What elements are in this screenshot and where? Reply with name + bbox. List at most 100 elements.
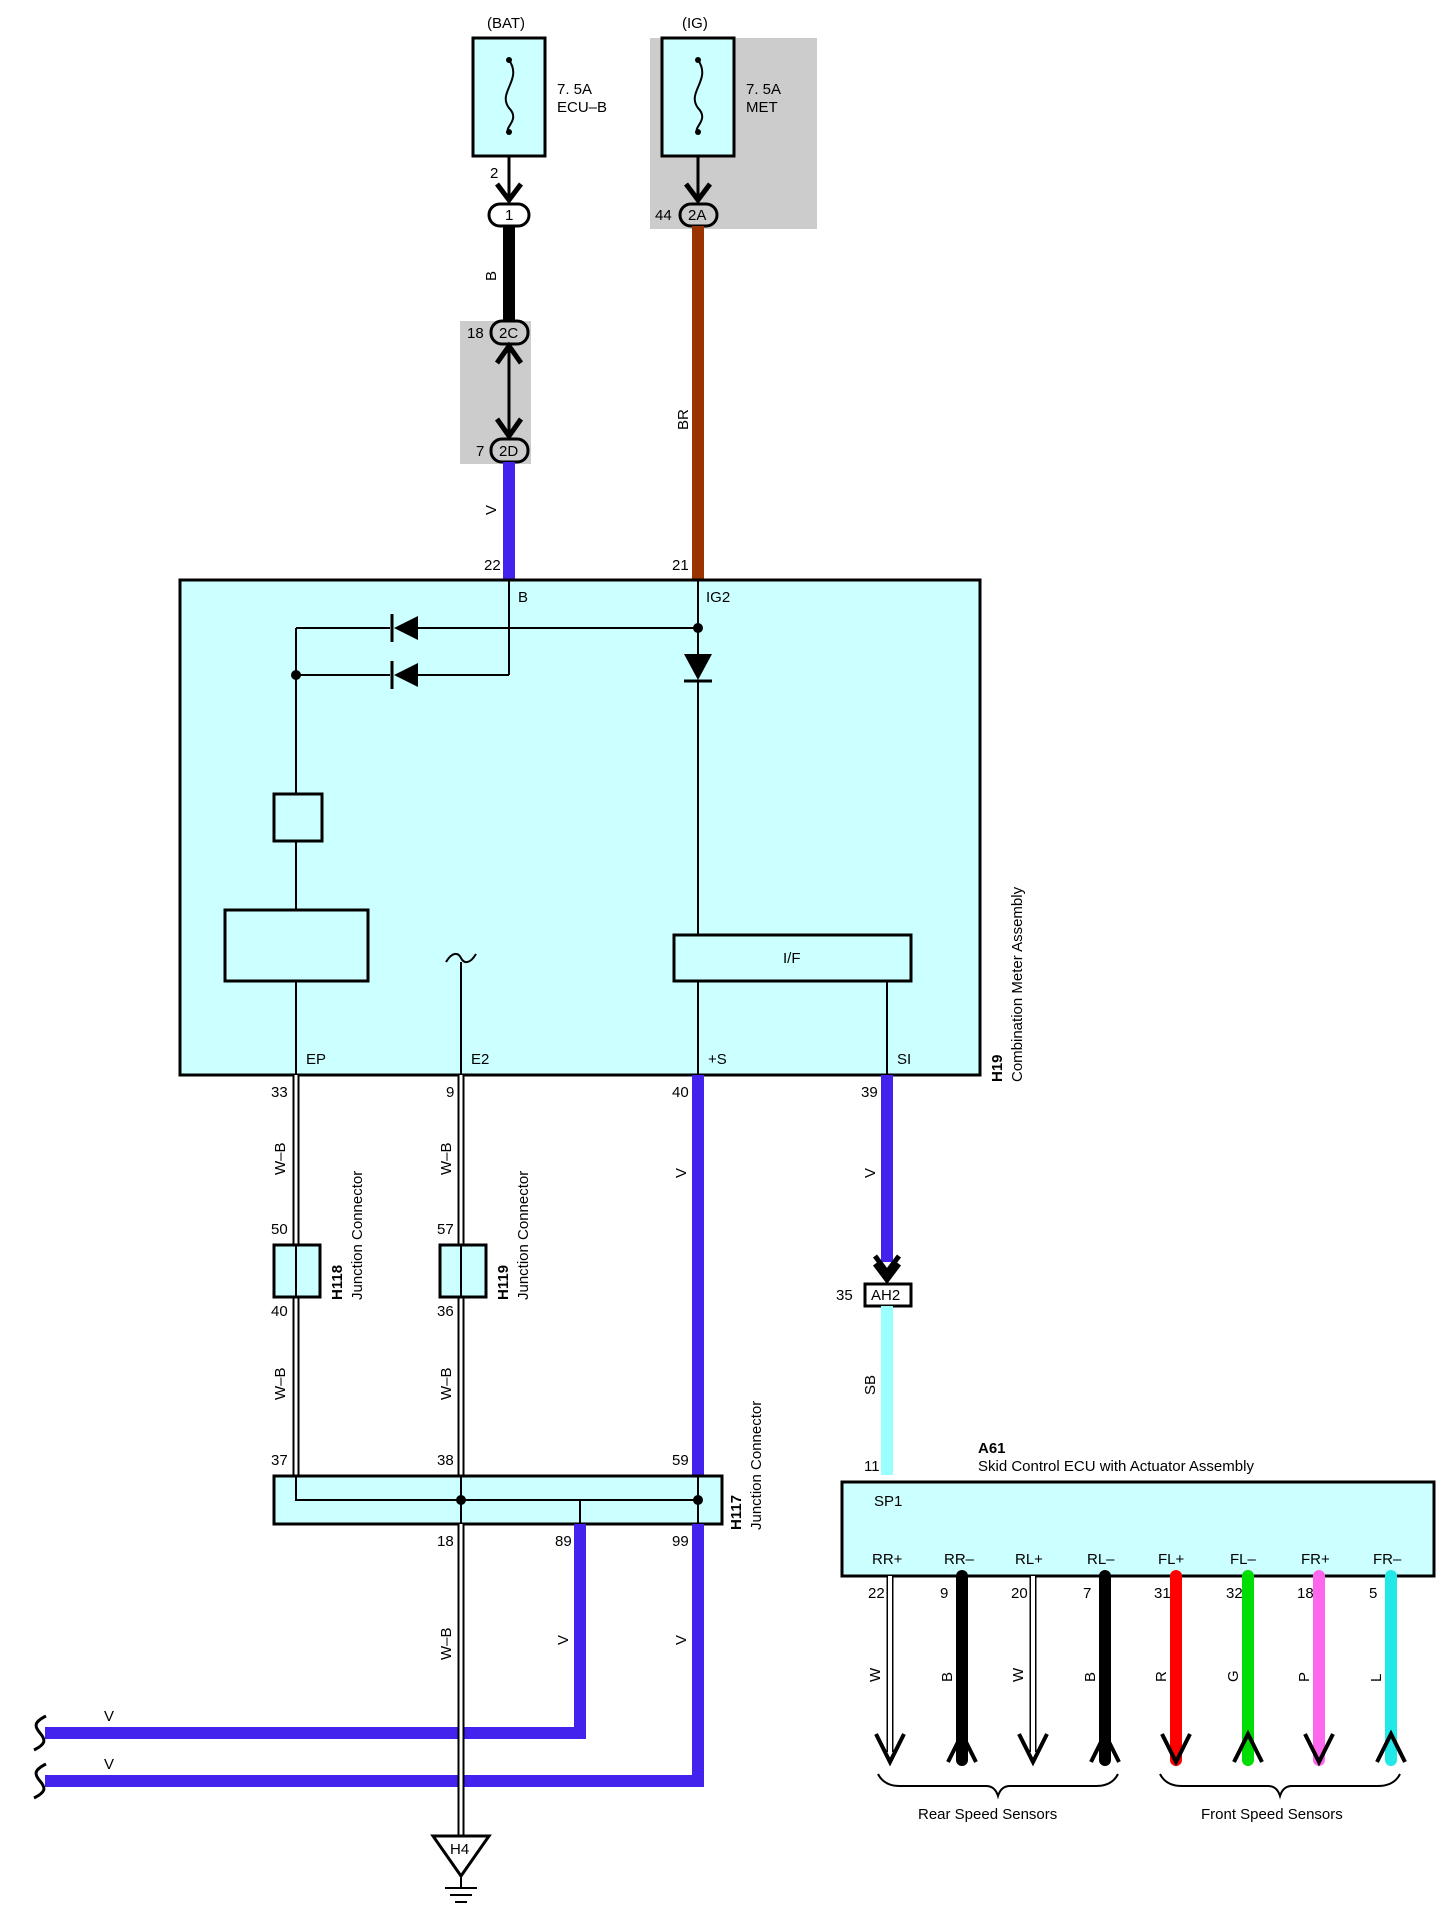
diode-lower-icon: [394, 663, 418, 687]
meter-pin-ep-name: EP: [306, 1051, 326, 1068]
h117-pin-59: 59: [672, 1452, 689, 1469]
ecu-terminal-pin: 7: [1083, 1585, 1091, 1602]
h117-pin-18: 18: [437, 1533, 454, 1550]
diode-ig2-icon: [684, 654, 712, 680]
wire-v-89: [45, 1524, 586, 1739]
wire-wb-ep-lower-label: W–B: [272, 1367, 289, 1400]
break-mark-2: [33, 1762, 47, 1800]
ecu-terminal-name: FR+: [1301, 1551, 1330, 1568]
wire-v-99-label: V: [673, 1635, 690, 1645]
arrow-down-icon: [1160, 1733, 1192, 1767]
arrow-down-icon: [1303, 1733, 1335, 1767]
connector-1-id: 1: [505, 207, 513, 224]
skid-control-ecu-box: [840, 1480, 1436, 1578]
bat-fuse-rating: 7. 5A: [557, 81, 592, 98]
h118-pin-out: 40: [271, 1303, 288, 1320]
ecu-terminal-name: RL+: [1015, 1551, 1043, 1568]
h117-pin-99: 99: [672, 1533, 689, 1550]
meter-pin-ep-num: 33: [271, 1084, 288, 1101]
ecu-terminal-wire-label: W: [867, 1667, 884, 1682]
wire-v-left1-label: V: [104, 1708, 114, 1725]
ecu-terminals: RR+22WRR–9BRL+20WRL–7BFL+31RFL–32GFR+18P…: [867, 1551, 1407, 1767]
meter-large-block: [223, 908, 370, 983]
h119-pin-in: 57: [437, 1221, 454, 1238]
ecu-terminal-name: RR–: [944, 1551, 975, 1568]
connector-ah2-pin: 35: [836, 1287, 853, 1304]
junction-h119: [438, 1243, 488, 1299]
ecu-terminal-pin: 5: [1369, 1585, 1377, 1602]
meter-interface-block: [672, 933, 913, 983]
front-sensors-bracket: [1159, 1773, 1401, 1800]
bat-fuse-name: ECU–B: [557, 99, 607, 116]
ecu-terminal-name: FL+: [1158, 1551, 1185, 1568]
meter-pin-b-name: B: [518, 589, 528, 606]
wire-v-plus-s-label: V: [673, 1168, 690, 1178]
meter-pin-si-name: SI: [897, 1051, 911, 1068]
connector-2a-id: 2A: [688, 207, 706, 224]
arrow-up-icon: [1089, 1729, 1121, 1763]
meter-pin-ig2-name: IG2: [706, 589, 730, 606]
ig-fuse-rating: 7. 5A: [746, 81, 781, 98]
ig-fuse-icon: [693, 59, 704, 133]
wire-v-si-label: V: [862, 1168, 879, 1178]
wire-v-top-label: V: [483, 505, 500, 515]
meter-small-block: [272, 792, 324, 843]
ecu-terminal-wire-label: L: [1368, 1674, 1385, 1682]
ecu-sp1-num: 11: [864, 1458, 880, 1475]
meter-code: H19: [989, 1054, 1006, 1082]
wire-v-89-label: V: [555, 1635, 572, 1645]
ecu-terminal-wire-label: P: [1296, 1672, 1313, 1682]
ecu-terminal-pin: 9: [940, 1585, 948, 1602]
ecu-terminal-pin: 22: [868, 1585, 885, 1602]
meter-name: Combination Meter Assembly: [1009, 886, 1026, 1082]
ecu-terminal-name: RR+: [872, 1551, 903, 1568]
bat-supply-label: (BAT): [487, 15, 525, 32]
arrow-up-icon: [946, 1729, 978, 1763]
ig-fuse-box: [660, 36, 736, 158]
arrow-down-icon: [874, 1733, 906, 1767]
ecu-terminal-wire-label: B: [1082, 1672, 1099, 1682]
combination-meter-box: [178, 578, 982, 1077]
wire-b-top-label: B: [483, 271, 500, 281]
ground-h4-code: H4: [450, 1841, 469, 1858]
rear-sensors-bracket: [877, 1773, 1119, 1800]
diode-upper-icon: [394, 616, 418, 640]
meter-interface-label: I/F: [783, 950, 801, 967]
meter-pin-e2-name: E2: [471, 1051, 489, 1068]
ground-h4-icon: [430, 1834, 492, 1879]
bat-fuse-pin: 2: [490, 165, 498, 182]
front-sensors-label: Front Speed Sensors: [1201, 1806, 1343, 1823]
wire-v-99: [45, 1524, 704, 1787]
wire-wb-e2-upper-label: W–B: [438, 1142, 455, 1175]
wire-br-label: BR: [675, 409, 692, 430]
ecu-terminal-name: FL–: [1230, 1551, 1257, 1568]
connector-2c-id: 2C: [499, 325, 518, 342]
bat-fuse-icon: [504, 59, 515, 133]
ecu-terminal-pin: 32: [1226, 1585, 1243, 1602]
wire-v-left2-label: V: [104, 1756, 114, 1773]
arrow-down-icon: [1017, 1733, 1049, 1767]
rear-sensors-label: Rear Speed Sensors: [918, 1806, 1057, 1823]
h118-name: Junction Connector: [349, 1171, 366, 1300]
wire-wb-ep-upper-label: W–B: [272, 1142, 289, 1175]
meter-pin-e2-num: 9: [446, 1084, 454, 1101]
ecu-terminal-wire-label: W: [1010, 1667, 1027, 1682]
wire-sb-label: SB: [862, 1375, 879, 1395]
ecu-name: Skid Control ECU with Actuator Assembly: [978, 1458, 1254, 1475]
ecu-terminal-wire-label: G: [1225, 1670, 1242, 1682]
ecu-code: A61: [978, 1440, 1006, 1457]
ecu-terminal-name: RL–: [1087, 1551, 1115, 1568]
ecu-terminal-wire-label: R: [1153, 1671, 1170, 1682]
connector-ah2-id: AH2: [871, 1287, 900, 1304]
meter-internal-circuit: [295, 580, 888, 1075]
ig-fuse-name: MET: [746, 99, 778, 116]
ecu-sp1-name: SP1: [874, 1493, 902, 1510]
ecu-terminal-name: FR–: [1373, 1551, 1402, 1568]
h119-code: H119: [495, 1265, 512, 1300]
arrow-up-icon: [1232, 1729, 1264, 1763]
ecu-terminal-pin: 31: [1154, 1585, 1171, 1602]
h117-pin-89: 89: [555, 1533, 572, 1550]
ecu-terminal-wire-label: B: [939, 1672, 956, 1682]
connector-2a-pin: 44: [655, 207, 672, 224]
